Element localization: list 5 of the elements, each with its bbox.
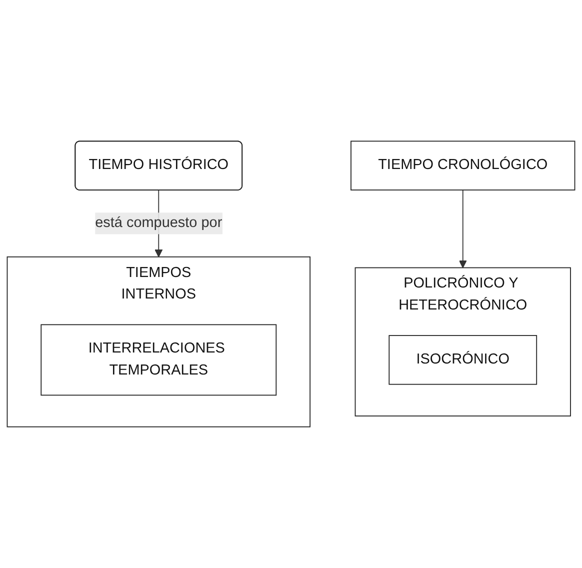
arrow <box>458 190 467 268</box>
node-box: INTERRELACIONES TEMPORALES <box>40 324 277 396</box>
node-box: ISOCRÓNICO <box>388 335 538 385</box>
edge-label: está compuesto por <box>95 215 222 231</box>
node-box: TIEMPO CRONOLÓGICO <box>350 140 576 190</box>
